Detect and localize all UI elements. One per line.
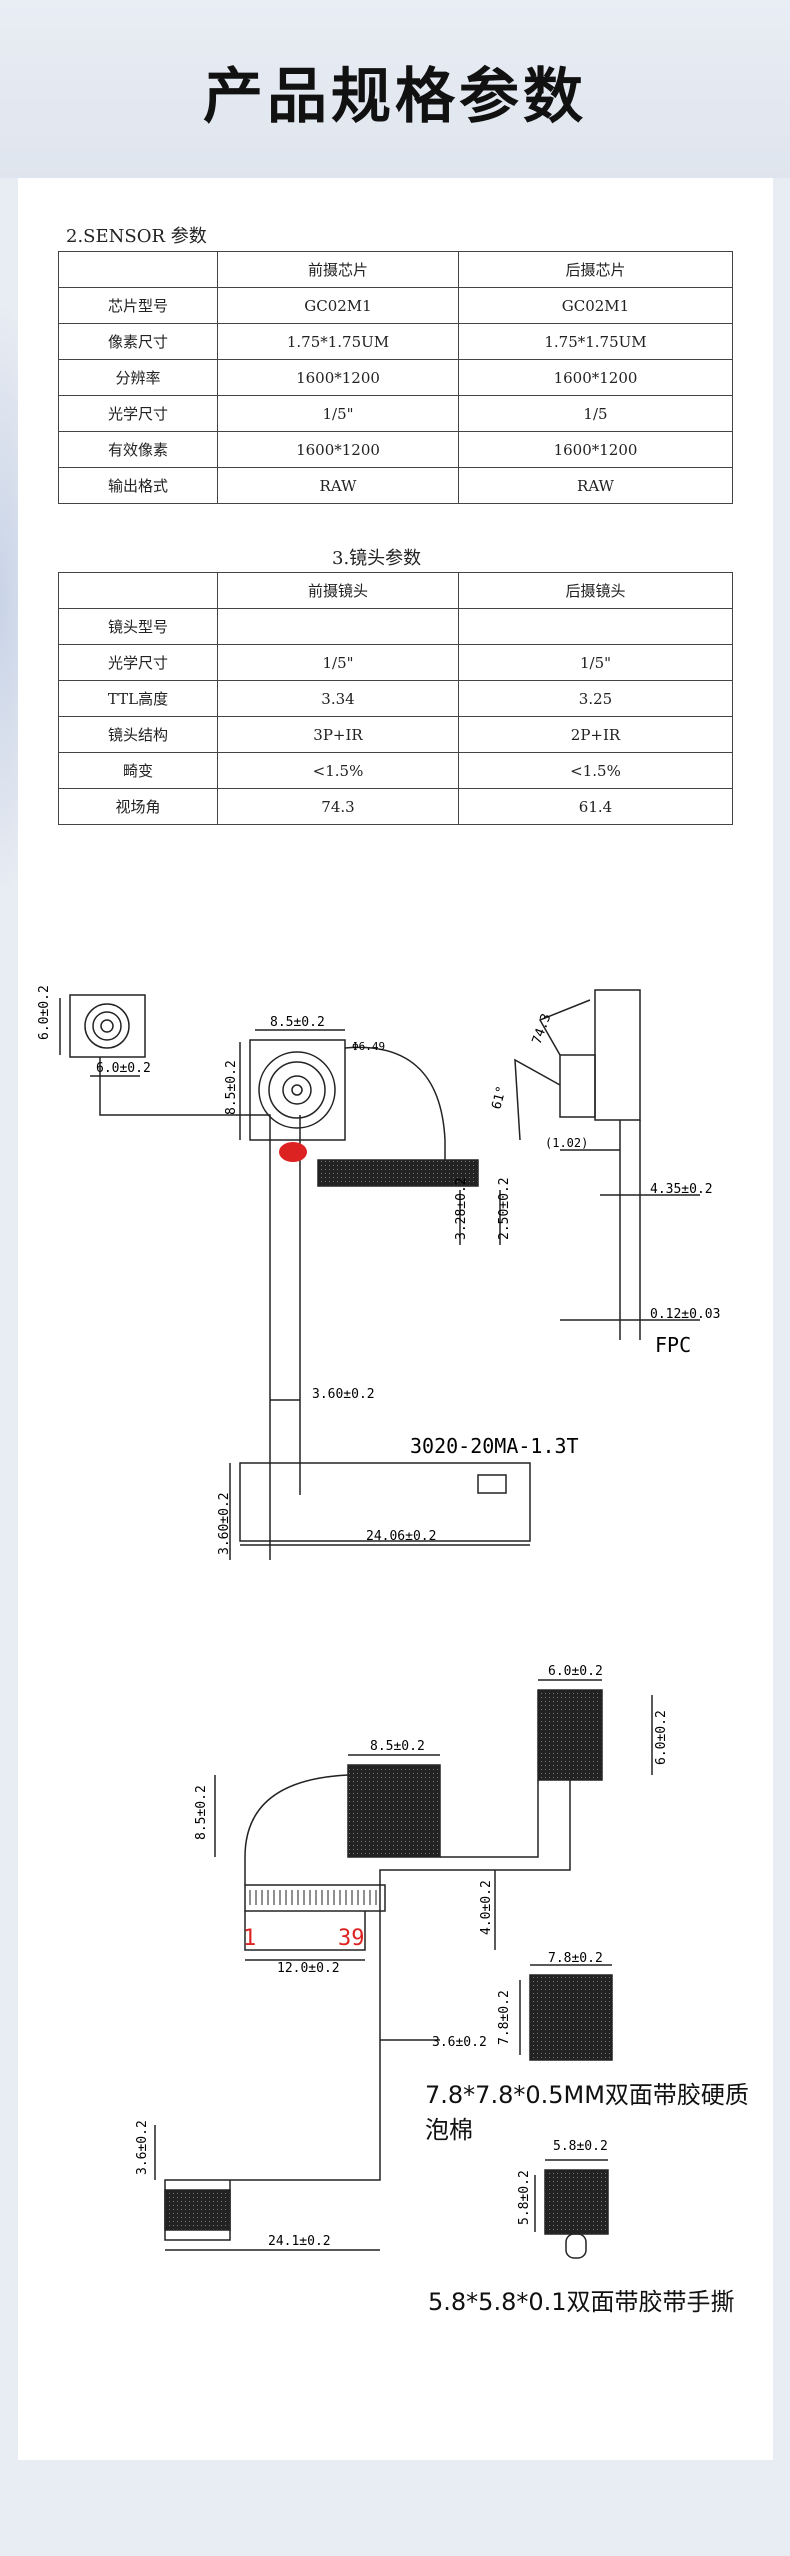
connector-block	[317, 1159, 479, 1187]
tape-note: 5.8*5.8*0.1双面带胶带手撕	[428, 2288, 735, 2316]
table-cell	[217, 608, 459, 645]
table-cell: 分辨率	[58, 359, 218, 396]
table-cell: 3.25	[458, 680, 733, 717]
table-cell: GC02M1	[217, 287, 459, 324]
part-number: 3020-20MA-1.3T	[410, 1434, 579, 1458]
table-cell: 1600*1200	[458, 359, 733, 396]
dim-label: (1.02)	[545, 1136, 588, 1150]
tape-pad	[544, 2169, 609, 2235]
table-cell: 74.3	[217, 788, 459, 825]
pin-label: 1	[243, 1926, 256, 1951]
table-row: 畸变<1.5%<1.5%	[58, 752, 733, 789]
pin-label: 39	[338, 1926, 365, 1951]
table-cell: 2P+IR	[458, 716, 733, 753]
table-cell: 1.75*1.75UM	[458, 323, 733, 360]
dim-label: 6.0±0.2	[654, 1710, 669, 1765]
dim-label: 6.0±0.2	[37, 985, 52, 1040]
table-cell: 光学尺寸	[58, 395, 218, 432]
connector-pins	[244, 1884, 386, 1912]
dim-label: 4.0±0.2	[479, 1880, 494, 1935]
table-cell: 前摄芯片	[217, 251, 459, 288]
dim-label: 8.5±0.2	[270, 1015, 325, 1030]
table-cell: 镜头结构	[58, 716, 218, 753]
table-cell: 光学尺寸	[58, 644, 218, 681]
dim-label: 8.5±0.2	[370, 1739, 425, 1754]
table-cell: 后摄镜头	[458, 572, 733, 609]
table-cell: 1.75*1.75UM	[217, 323, 459, 360]
table-cell: <1.5%	[458, 752, 733, 789]
table-cell: 像素尺寸	[58, 323, 218, 360]
dim-label: 5.8±0.2	[553, 2139, 608, 2154]
fpc-label: FPC	[655, 1333, 691, 1357]
table-cell: 61.4	[458, 788, 733, 825]
camera-pad	[347, 1764, 441, 1858]
front-camera-outline	[69, 994, 146, 1058]
rear-lens-circle	[258, 1051, 336, 1129]
dim-label: 12.0±0.2	[277, 1961, 340, 1976]
red-marker	[279, 1142, 307, 1162]
dim-label: 8.5±0.2	[224, 1060, 239, 1115]
foam-note: 7.8*7.8*0.5MM双面带胶硬质泡棉	[425, 2081, 749, 2144]
table-cell: RAW	[217, 467, 459, 504]
dim-label: 8.5±0.2	[194, 1785, 209, 1840]
dim-label: 6.0±0.2	[96, 1061, 151, 1076]
rear-camera-outline	[249, 1039, 346, 1141]
dim-label: Φ6.49	[352, 1040, 385, 1053]
table-cell: <1.5%	[217, 752, 459, 789]
dim-label: 3.28±0.2	[454, 1177, 469, 1240]
dim-label: 2.50±0.2	[497, 1177, 512, 1240]
page-header: 产品规格参数	[0, 0, 790, 178]
table-row: 镜头型号	[58, 608, 733, 645]
sensor-section-label: 2.SENSOR 参数	[66, 226, 207, 247]
dim-label: 5.8±0.2	[517, 2170, 532, 2225]
foam-pad	[529, 1974, 613, 2061]
table-cell: 后摄芯片	[458, 251, 733, 288]
table-cell	[58, 251, 218, 288]
angle-label: 61°	[489, 1084, 510, 1111]
front-lens-circle	[84, 1003, 130, 1049]
dim-label: 6.0±0.2	[548, 1664, 603, 1679]
table-cell: GC02M1	[458, 287, 733, 324]
dim-label: 0.12±0.03	[650, 1307, 720, 1322]
camera-pad-small	[537, 1689, 603, 1781]
dim-label: 3.6±0.2	[432, 2035, 487, 2050]
page-title: 产品规格参数	[203, 62, 587, 132]
angle-label: 74.3	[530, 1012, 555, 1047]
dim-label: 3.60±0.2	[217, 1492, 232, 1555]
lens-section-label: 3.镜头参数	[332, 548, 422, 569]
table-cell: 镜头型号	[58, 608, 218, 645]
table-cell: RAW	[458, 467, 733, 504]
table-cell: 输出格式	[58, 467, 218, 504]
fpc-bottom-board	[239, 1462, 531, 1542]
table-cell	[458, 608, 733, 645]
table-header-row: 前摄芯片 后摄芯片	[58, 251, 733, 288]
dim-label: 3.60±0.2	[312, 1387, 375, 1402]
table-header-row: 前摄镜头 后摄镜头	[58, 572, 733, 609]
table-cell: 1600*1200	[458, 431, 733, 468]
table-cell: 视场角	[58, 788, 218, 825]
dim-label: 7.8±0.2	[497, 1990, 512, 2045]
dim-label: 3.6±0.2	[135, 2120, 150, 2175]
table-cell: 1/5	[458, 395, 733, 432]
dim-label: 4.35±0.2	[650, 1182, 713, 1197]
table-cell: 畸变	[58, 752, 218, 789]
table-cell: 1/5"	[458, 644, 733, 681]
dim-label: 7.8±0.2	[548, 1951, 603, 1966]
dim-label: 24.1±0.2	[268, 2234, 331, 2249]
dim-label: 24.06±0.2	[366, 1529, 436, 1544]
table-cell: 1600*1200	[217, 359, 459, 396]
table-cell: 前摄镜头	[217, 572, 459, 609]
